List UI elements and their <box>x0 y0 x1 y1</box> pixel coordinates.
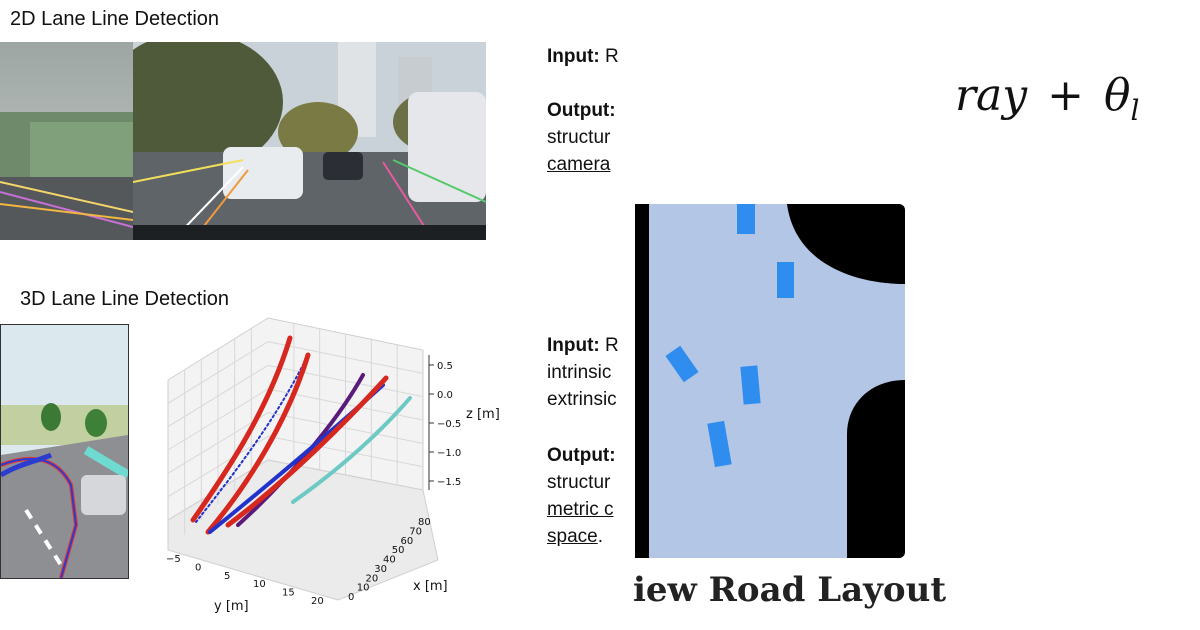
y-axis-label: y [m] <box>214 599 249 614</box>
z-tick-label: 0.0 <box>437 390 453 401</box>
output-label-1-text: Output: <box>547 100 616 121</box>
formula-theta: θ <box>1104 70 1131 121</box>
offroad-region <box>847 380 905 558</box>
input-line-1: Input: R <box>547 43 633 70</box>
x-axis-label: x [m] <box>413 579 448 594</box>
input-label-2: Input: <box>547 335 600 356</box>
output-label-2-text: Output: <box>547 445 616 466</box>
output-link-2a[interactable]: metric c <box>547 499 614 520</box>
vehicle-box <box>777 262 794 298</box>
output-text-2a: structur <box>547 472 611 493</box>
x-tick-label: 50 <box>392 545 405 556</box>
input-text-2b: extrinsic <box>547 389 617 410</box>
lane-red-1 <box>190 335 293 523</box>
grid-line <box>167 435 269 498</box>
y-tick-label: 15 <box>282 588 295 599</box>
y-tick-label: 0 <box>195 562 201 573</box>
vehicle-box <box>737 204 755 234</box>
lane-cyan <box>291 396 412 504</box>
input-label-1: Input: <box>547 46 600 67</box>
y-tick-label: −5 <box>166 554 181 565</box>
x-tick-label: 60 <box>401 536 414 547</box>
input-text-1: R <box>605 46 619 67</box>
z-tick-label: −0.5 <box>437 419 461 430</box>
output-text-2c: space. <box>547 523 633 550</box>
output-text-1a: structur <box>547 127 611 148</box>
z-tick-label: −1.0 <box>437 448 461 459</box>
x-tick-label: 40 <box>383 555 396 566</box>
dashcam-image-city <box>133 42 486 240</box>
formula-plus: + <box>1047 70 1084 121</box>
bev-caption: iew Road Layout <box>633 570 947 610</box>
input-line-2: Input: R <box>547 332 633 359</box>
formula: ray + θl <box>955 70 1139 127</box>
output-label-1: Output: <box>547 97 633 124</box>
z-tick-label: 0.5 <box>437 361 453 372</box>
formula-subscript: l <box>1130 93 1140 127</box>
dashcam-image-highway <box>0 42 133 240</box>
lane-red-3 <box>225 375 389 528</box>
simulated-scene-image <box>0 324 129 579</box>
lane-blue-dotted-1 <box>195 354 309 523</box>
heading-3d-lane-detection: 3D Lane Line Detection <box>20 288 230 310</box>
x-tick-label: 80 <box>418 517 431 528</box>
input-text-2a: intrinsic <box>547 362 612 383</box>
lane-red-2 <box>205 352 311 535</box>
y-tick-label: 20 <box>311 596 324 607</box>
y-tick-label: 5 <box>224 571 230 582</box>
grid-line <box>267 435 424 468</box>
x-tick-label: 30 <box>374 564 387 575</box>
z-tick-label: −1.5 <box>437 477 461 488</box>
offroad-region <box>787 204 905 284</box>
x-tick-label: 20 <box>366 573 379 584</box>
output-link-1[interactable]: camera <box>547 154 611 175</box>
vehicle-box <box>740 365 761 405</box>
y-tick-label: 10 <box>253 579 266 590</box>
heading-2d-lane-detection: 2D Lane Line Detection <box>10 8 220 30</box>
output-label-2: Output: <box>547 442 633 469</box>
vehicle-box <box>707 420 732 468</box>
period: . <box>597 526 603 547</box>
vehicle-box <box>665 345 699 383</box>
formula-ray: ray <box>955 70 1028 121</box>
x-tick-label: 70 <box>409 526 422 537</box>
output-link-2b[interactable]: space <box>547 526 598 547</box>
bev-road-layout-image <box>635 204 905 558</box>
z-axis-label: z [m] <box>466 407 500 422</box>
input-text-2: R <box>605 335 619 356</box>
x-tick-label: 0 <box>348 592 354 603</box>
x-tick-label: 10 <box>357 583 370 594</box>
offroad-region <box>635 204 649 558</box>
